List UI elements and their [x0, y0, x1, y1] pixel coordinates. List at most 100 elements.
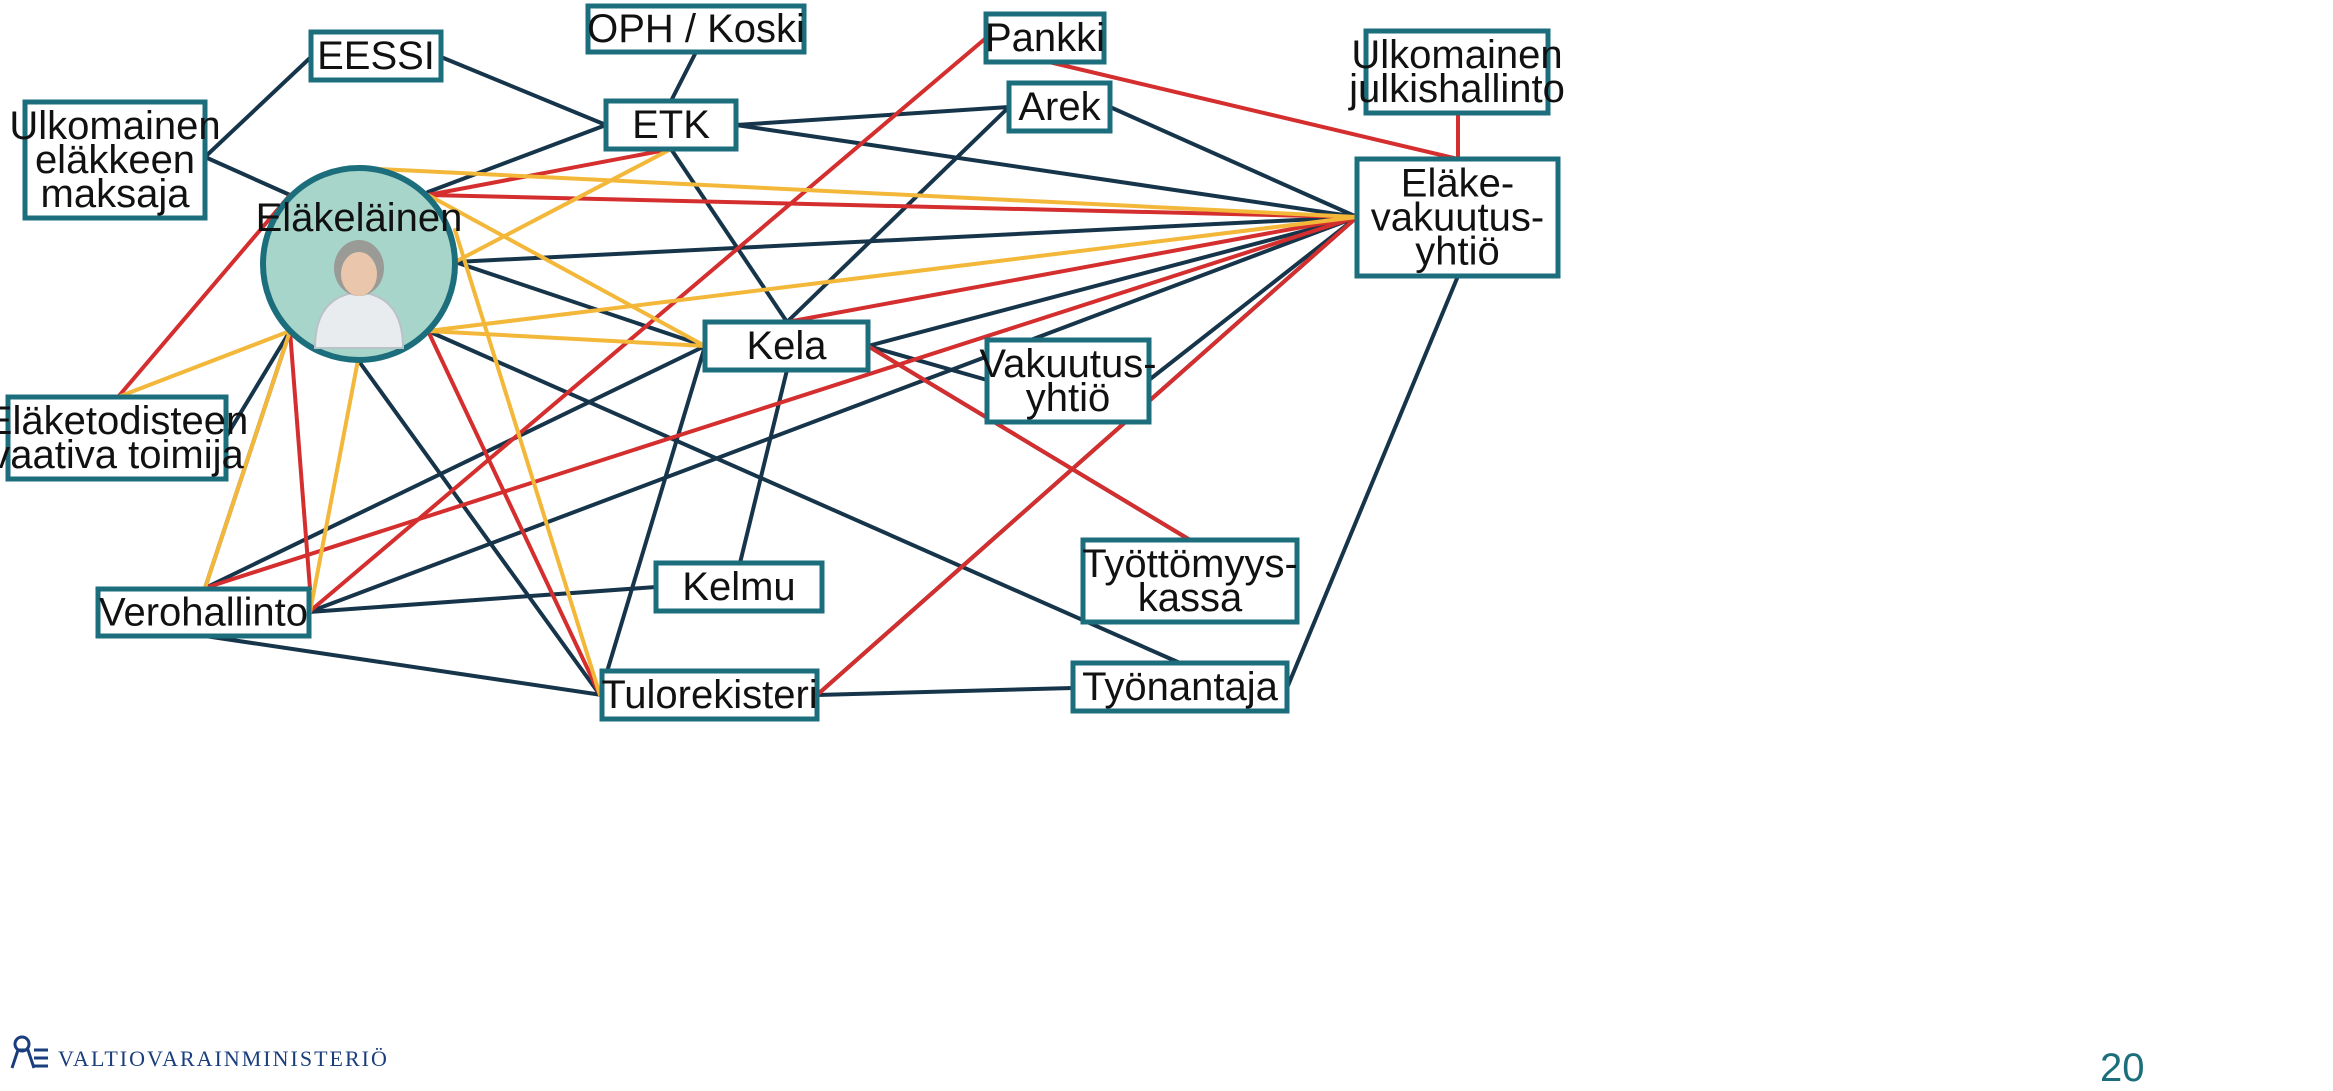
- node-box: [585, 3, 807, 55]
- node-box: [1363, 28, 1551, 116]
- page-number: 20: [2100, 1046, 2145, 1090]
- node-box: [308, 29, 444, 83]
- connection-line-dark: [734, 105, 1011, 127]
- node-label: Kelmu: [682, 565, 795, 609]
- node-label: julkishallinto: [1348, 67, 1565, 111]
- node-box: [653, 560, 825, 614]
- connection-line-dark: [307, 215, 1359, 614]
- connection-line-dark: [453, 215, 1359, 264]
- node-label: vaativa toimija: [0, 433, 244, 477]
- node-etk: ETK: [603, 98, 739, 152]
- node-box: [599, 668, 820, 722]
- node-elakelainen: Eläkeläinen: [256, 165, 463, 363]
- connection-line-yellow: [426, 329, 707, 348]
- node-eessi: EESSI: [308, 29, 444, 83]
- node-box: [1006, 80, 1113, 134]
- node-verohallinto: Verohallinto: [95, 586, 312, 639]
- connection-line-red: [426, 329, 602, 697]
- connection-line-dark: [815, 686, 1075, 697]
- connection-line-red: [785, 215, 1359, 324]
- node-label: kassa: [1138, 576, 1243, 620]
- node-box: [5, 394, 229, 482]
- connection-line-red: [815, 215, 1359, 697]
- node-label: eläkkeen: [35, 138, 195, 182]
- connection-line-dark: [203, 155, 292, 197]
- node-label: maksaja: [41, 172, 191, 216]
- node-label: yhtiö: [1415, 230, 1500, 274]
- node-label: Eläke-: [1401, 162, 1514, 206]
- node-box: [983, 11, 1107, 65]
- connection-line-yellow: [308, 358, 360, 614]
- node-kela: Kela: [702, 319, 871, 373]
- connection-line-dark: [1147, 215, 1359, 382]
- connection-line-dark: [669, 147, 789, 324]
- connection-line-dark: [738, 368, 789, 565]
- node-vakuutus: Vakuutus-yhtiö: [979, 337, 1157, 425]
- node-box: [603, 98, 739, 152]
- node-oph: OPH / Koski: [585, 3, 807, 55]
- node-label: ETK: [632, 103, 710, 147]
- connection-line-dark: [307, 585, 658, 614]
- node-box: [1354, 156, 1561, 279]
- ministry-name: VALTIOVARAINMINISTERIÖ: [58, 1046, 389, 1071]
- connection-line-dark: [598, 344, 707, 697]
- connection-line-red: [307, 36, 988, 614]
- node-label: Vakuutus-: [979, 342, 1156, 386]
- node-box: [1080, 537, 1300, 625]
- connection-line-yellow: [116, 329, 292, 399]
- connection-line-red: [426, 147, 673, 197]
- node-box: [984, 337, 1152, 425]
- connection-line-yellow: [356, 166, 1359, 219]
- node-label: Eläketodisteen: [0, 399, 248, 443]
- connection-line-red: [203, 215, 1359, 590]
- node-label: yhtiö: [1026, 376, 1111, 420]
- connection-line-dark: [426, 329, 1182, 665]
- node-label: Verohallinto: [99, 591, 308, 635]
- node-label: Ulkomainen: [1351, 33, 1562, 77]
- connection-line-yellow: [426, 193, 707, 348]
- connection-line-dark: [785, 105, 1011, 324]
- node-label: Kela: [746, 324, 827, 368]
- connection-line-dark: [866, 344, 989, 382]
- connection-line-yellow: [453, 228, 602, 697]
- connection-line-red: [288, 329, 312, 591]
- node-label: EESSI: [317, 34, 435, 78]
- connection-line-dark: [1108, 105, 1359, 219]
- connection-line-dark: [866, 215, 1359, 348]
- connection-line-red: [866, 344, 1192, 542]
- node-tulorekisteri: Tulorekisteri: [599, 668, 820, 722]
- node-pankki: Pankki: [983, 11, 1107, 65]
- connection-line-red: [426, 193, 1359, 219]
- connection-line-red: [1047, 60, 1460, 161]
- node-label: Pankki: [985, 16, 1105, 60]
- connection-line-dark: [439, 55, 608, 127]
- connection-line-red: [116, 193, 292, 399]
- connection-line-dark: [453, 260, 707, 348]
- node-label: Työttömyys-: [1082, 542, 1298, 586]
- node-arek: Arek: [1006, 80, 1113, 134]
- node-label: Ulkomainen: [9, 104, 220, 148]
- node-box: [22, 99, 208, 221]
- node-tyonantaja: Työnantaja: [1070, 660, 1290, 714]
- node-label: vakuutus-: [1371, 196, 1544, 240]
- connection-line-dark: [1285, 274, 1460, 690]
- connection-line-dark: [356, 358, 602, 697]
- connection-line-dark: [203, 344, 707, 590]
- node-box: [1070, 660, 1290, 714]
- connection-line-dark: [426, 123, 608, 194]
- node-label: OPH / Koski: [587, 7, 805, 51]
- node-label: Eläkeläinen: [256, 196, 463, 240]
- connection-line-dark: [203, 634, 604, 697]
- connection-line-yellow: [203, 329, 292, 590]
- node-kelmu: Kelmu: [653, 560, 825, 614]
- pensioner-photo-icon: [313, 240, 405, 349]
- node-label: Arek: [1018, 85, 1101, 129]
- connection-line-dark: [669, 52, 697, 103]
- node-label: Tulorekisteri: [601, 673, 817, 717]
- connection-lines: [116, 36, 1460, 697]
- node-label: Työnantaja: [1082, 665, 1278, 709]
- node-elakeyhtio: Eläke-vakuutus-yhtiö: [1354, 156, 1561, 279]
